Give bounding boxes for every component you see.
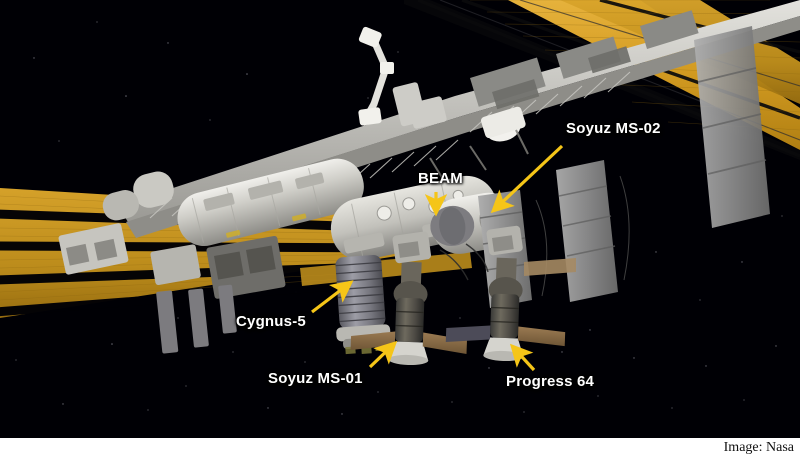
image-credit: Image: Nasa [723,440,794,455]
label-soyuz-ms-02: Soyuz MS-02 [566,120,661,137]
annotation-arrows [311,144,564,372]
label-soyuz-ms-01: Soyuz MS-01 [268,370,363,387]
arrow-progress-64 [509,343,536,372]
space-photo: Soyuz MS-02 BEAM Cygnus-5 Soyuz MS-01 Pr… [0,0,800,438]
credit-bar: Image: Nasa [0,438,800,461]
label-cygnus-5: Cygnus-5 [236,313,306,330]
label-progress-64: Progress 64 [506,373,595,390]
arrow-soyuz-ms-01 [368,340,398,369]
arrow-soyuz-ms-02 [490,144,564,214]
label-beam: BEAM [418,170,463,187]
arrow-cygnus-5 [311,280,354,314]
